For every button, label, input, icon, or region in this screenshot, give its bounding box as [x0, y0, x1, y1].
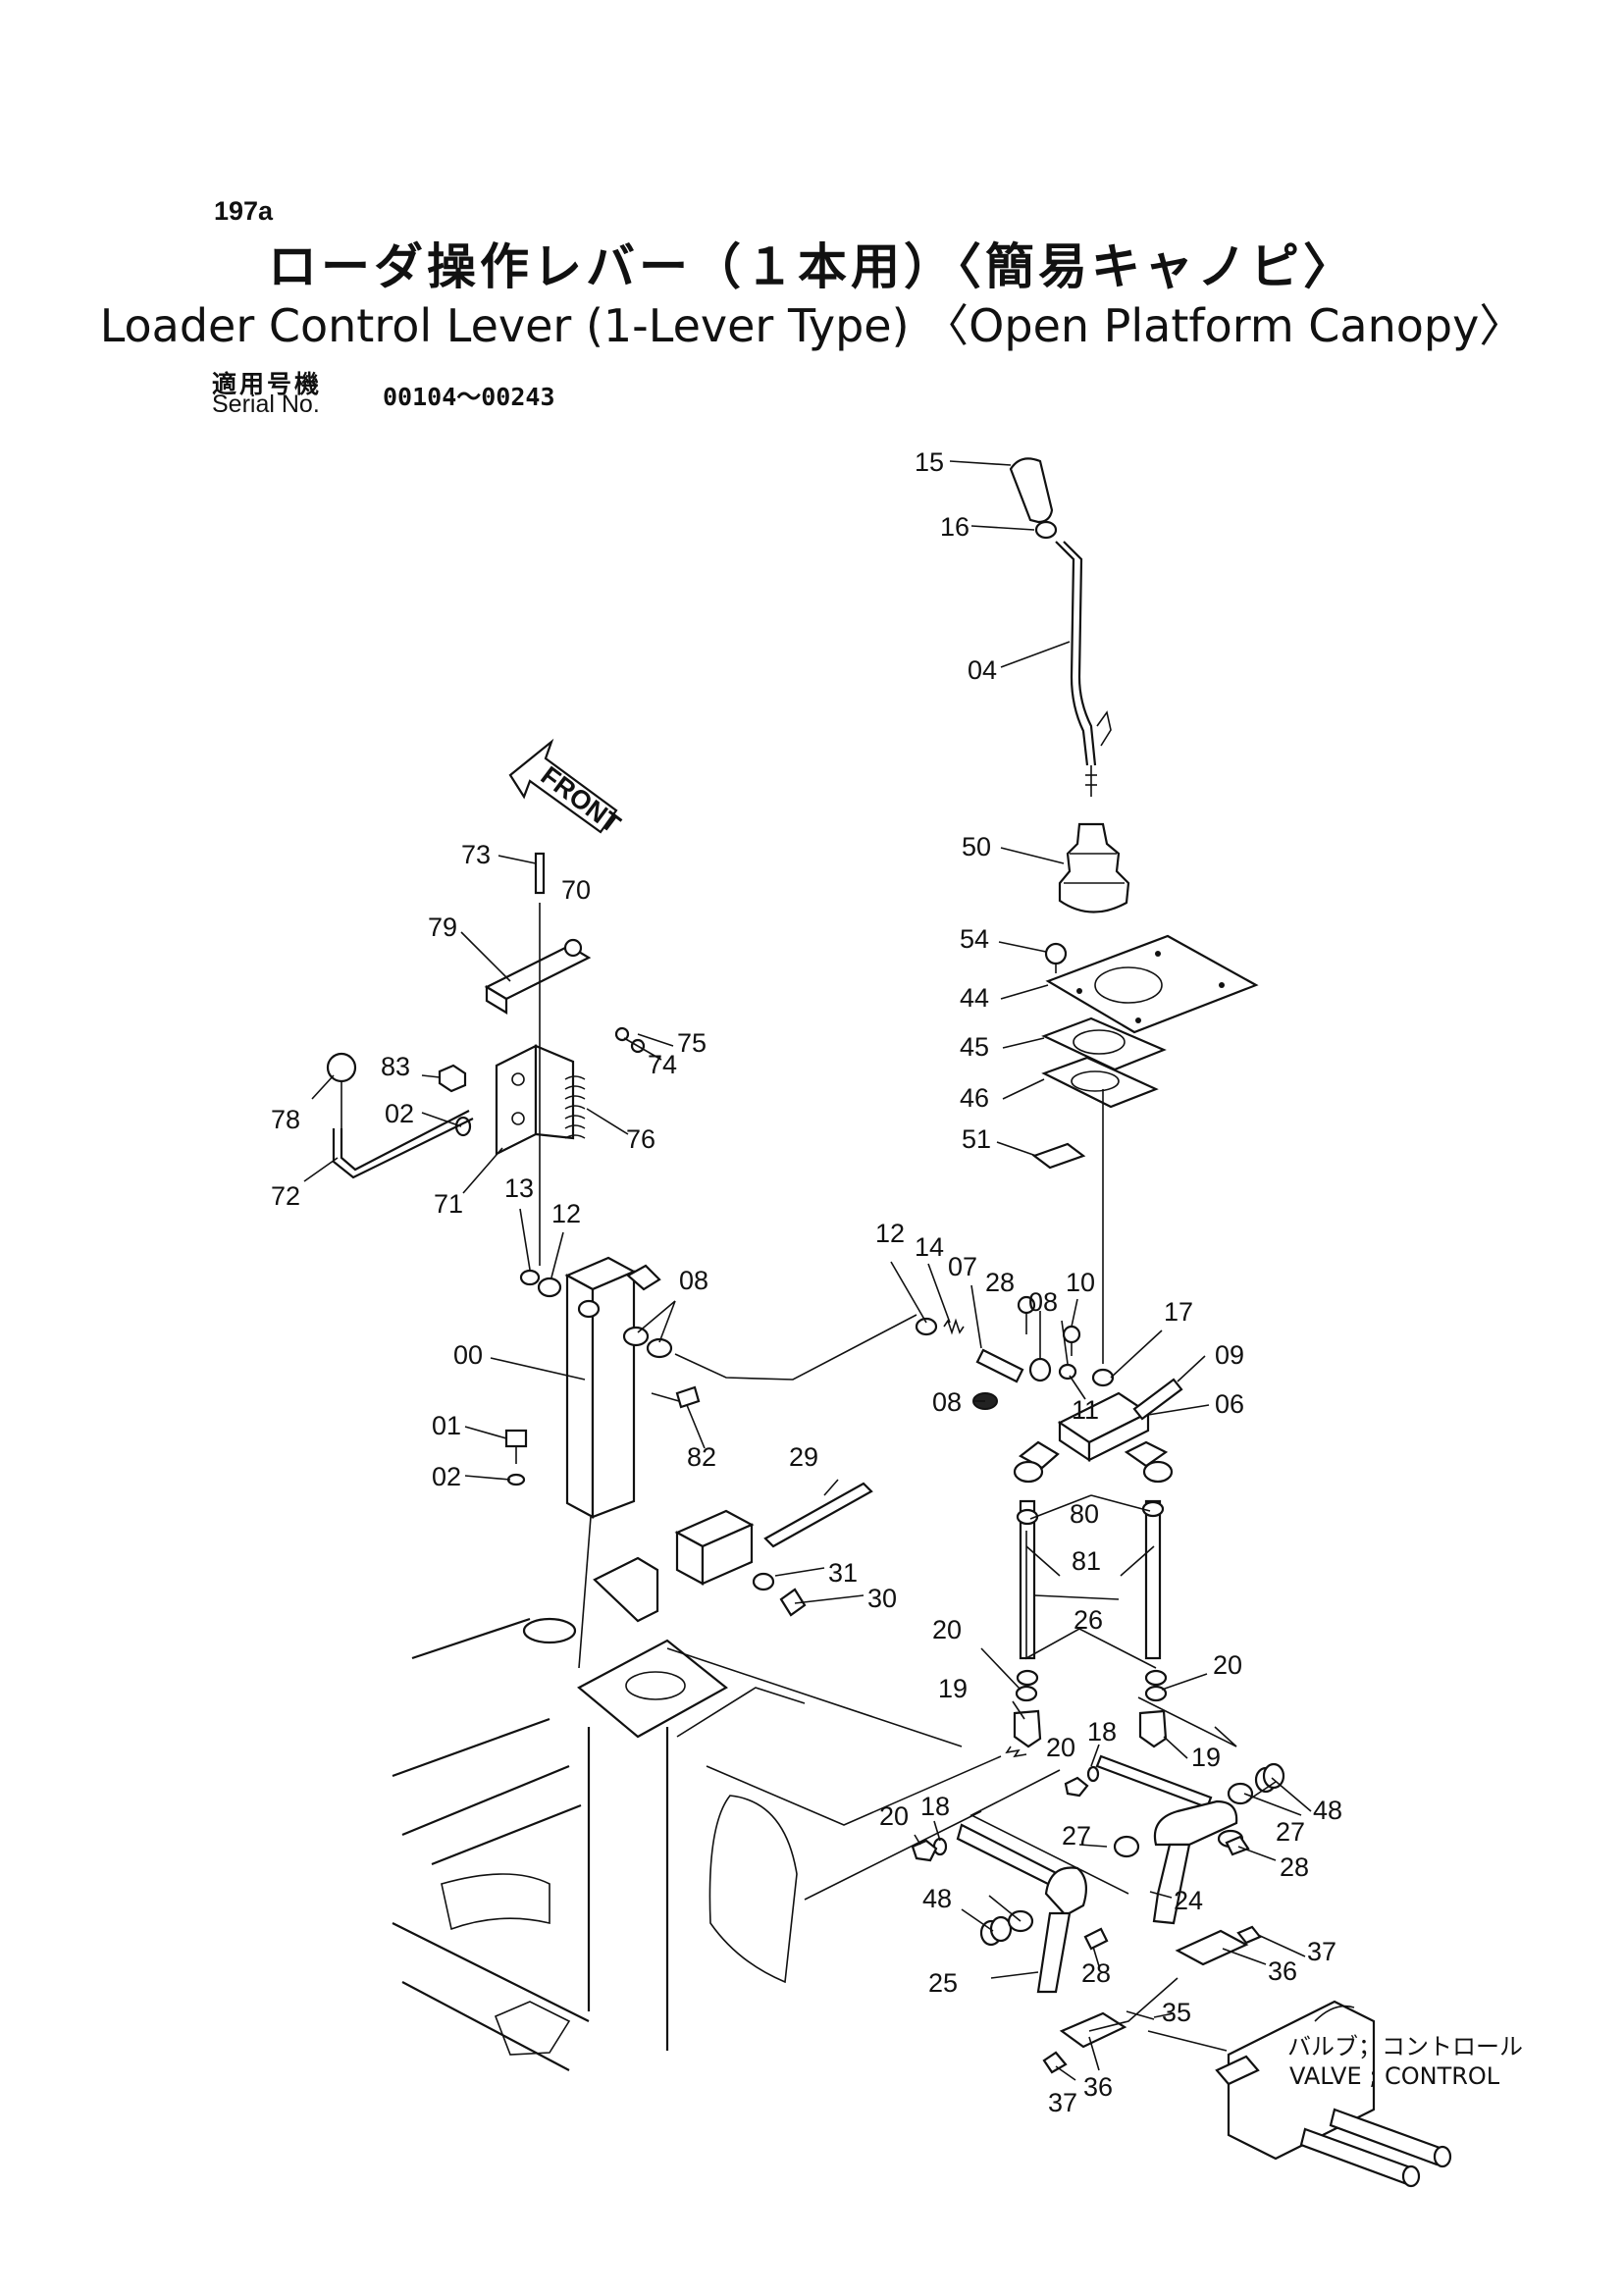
callout-78: 78: [271, 1105, 300, 1134]
callout-10: 10: [1066, 1268, 1095, 1297]
callout-28-right: 28: [1280, 1852, 1309, 1882]
lower-linkage: [911, 1531, 1452, 2188]
callout-24: 24: [1174, 1886, 1203, 1915]
callout-01: 01: [432, 1411, 461, 1440]
callout-29: 29: [789, 1442, 818, 1472]
callout-labels: 15 16 04 50 54 44 45 46 51 73 70 79 75 7…: [271, 447, 1342, 2117]
callout-80: 80: [1070, 1499, 1099, 1529]
callout-44: 44: [960, 983, 989, 1013]
callout-79: 79: [428, 912, 457, 942]
callout-04: 04: [968, 655, 997, 685]
valve-caption: バルブ；コントロール VALVE ; CONTROL: [1287, 2033, 1523, 2090]
serial-label-japanese: 適用号機: [212, 370, 323, 398]
callout-45: 45: [960, 1032, 989, 1062]
callout-81: 81: [1072, 1546, 1101, 1576]
callout-46: 46: [960, 1083, 989, 1113]
callout-76: 76: [626, 1124, 655, 1154]
callout-18-left: 18: [920, 1792, 950, 1821]
callout-08-left: 08: [679, 1266, 708, 1295]
callout-02-upper: 02: [385, 1099, 414, 1128]
callout-37-left: 37: [1048, 2088, 1077, 2117]
title-japanese: ローダ操作レバー（１本用）〈簡易キャノピ〉: [268, 238, 1356, 295]
callout-54: 54: [960, 924, 989, 954]
serial-label-english: Serial No.: [212, 391, 320, 418]
callout-31: 31: [828, 1558, 858, 1588]
serial-range: 00104～00243: [383, 383, 555, 411]
callout-35: 35: [1162, 1998, 1191, 2027]
callout-48-left: 48: [922, 1884, 952, 1913]
callout-18-mid: 18: [1087, 1717, 1117, 1747]
callout-19-left: 19: [938, 1674, 968, 1703]
callout-13: 13: [504, 1173, 534, 1203]
callout-20-mid: 20: [1046, 1733, 1075, 1762]
callout-08-lower: 08: [932, 1387, 962, 1417]
callout-51: 51: [962, 1124, 991, 1154]
callout-70: 70: [561, 875, 591, 905]
control-lever-assembly: [1009, 457, 1259, 1364]
callout-07: 07: [948, 1252, 977, 1281]
callout-75: 75: [677, 1028, 707, 1058]
front-arrow: FRONT: [508, 738, 627, 839]
callout-20-lower: 20: [879, 1801, 909, 1831]
callout-12-left: 12: [551, 1199, 581, 1228]
leader-lines: [303, 460, 1312, 2081]
callout-71: 71: [434, 1189, 463, 1219]
callout-08-mid: 08: [1028, 1287, 1058, 1317]
callout-00: 00: [453, 1340, 483, 1370]
chassis-frame: [392, 1617, 1002, 2071]
callout-73: 73: [461, 840, 491, 869]
callout-15: 15: [915, 447, 944, 477]
callout-50: 50: [962, 832, 991, 861]
callout-14: 14: [915, 1232, 944, 1262]
callout-37-right: 37: [1307, 1937, 1336, 1966]
page-number: 197a: [214, 196, 274, 226]
callout-30: 30: [867, 1584, 897, 1613]
front-label: FRONT: [536, 760, 627, 839]
callout-11: 11: [1072, 1395, 1099, 1425]
main-lever-post: [504, 1256, 873, 1669]
callout-28-lower: 28: [1081, 1958, 1111, 1988]
callout-36-left: 36: [1083, 2072, 1113, 2102]
callout-83: 83: [381, 1052, 410, 1081]
valve-label-japanese: バルブ；コントロール: [1287, 2033, 1523, 2060]
lever-joint-assembly: [674, 1295, 1183, 1687]
callout-06: 06: [1215, 1389, 1244, 1419]
callout-26: 26: [1074, 1605, 1103, 1635]
callout-19-right: 19: [1191, 1743, 1221, 1772]
valve-label-english: VALVE ; CONTROL: [1289, 2062, 1500, 2090]
callout-09: 09: [1215, 1340, 1244, 1370]
callout-16: 16: [940, 512, 969, 542]
callout-25: 25: [928, 1968, 958, 1998]
left-lever-bracket: [326, 852, 646, 1298]
title-english: Loader Control Lever (1-Lever Type) 〈Ope…: [99, 299, 1525, 352]
callout-36-right: 36: [1268, 1956, 1297, 1986]
callout-02-lower: 02: [432, 1462, 461, 1491]
callout-28-upper: 28: [985, 1268, 1015, 1297]
callout-82: 82: [687, 1442, 716, 1472]
callout-12-right: 12: [875, 1219, 905, 1248]
callout-72: 72: [271, 1181, 300, 1211]
callout-48-right: 48: [1313, 1796, 1342, 1825]
callout-27-mid: 27: [1062, 1821, 1091, 1851]
callout-74: 74: [648, 1050, 677, 1079]
callout-27-right: 27: [1276, 1817, 1305, 1847]
callout-20-left: 20: [932, 1615, 962, 1644]
callout-17: 17: [1164, 1297, 1193, 1327]
callout-20-right: 20: [1213, 1650, 1242, 1680]
